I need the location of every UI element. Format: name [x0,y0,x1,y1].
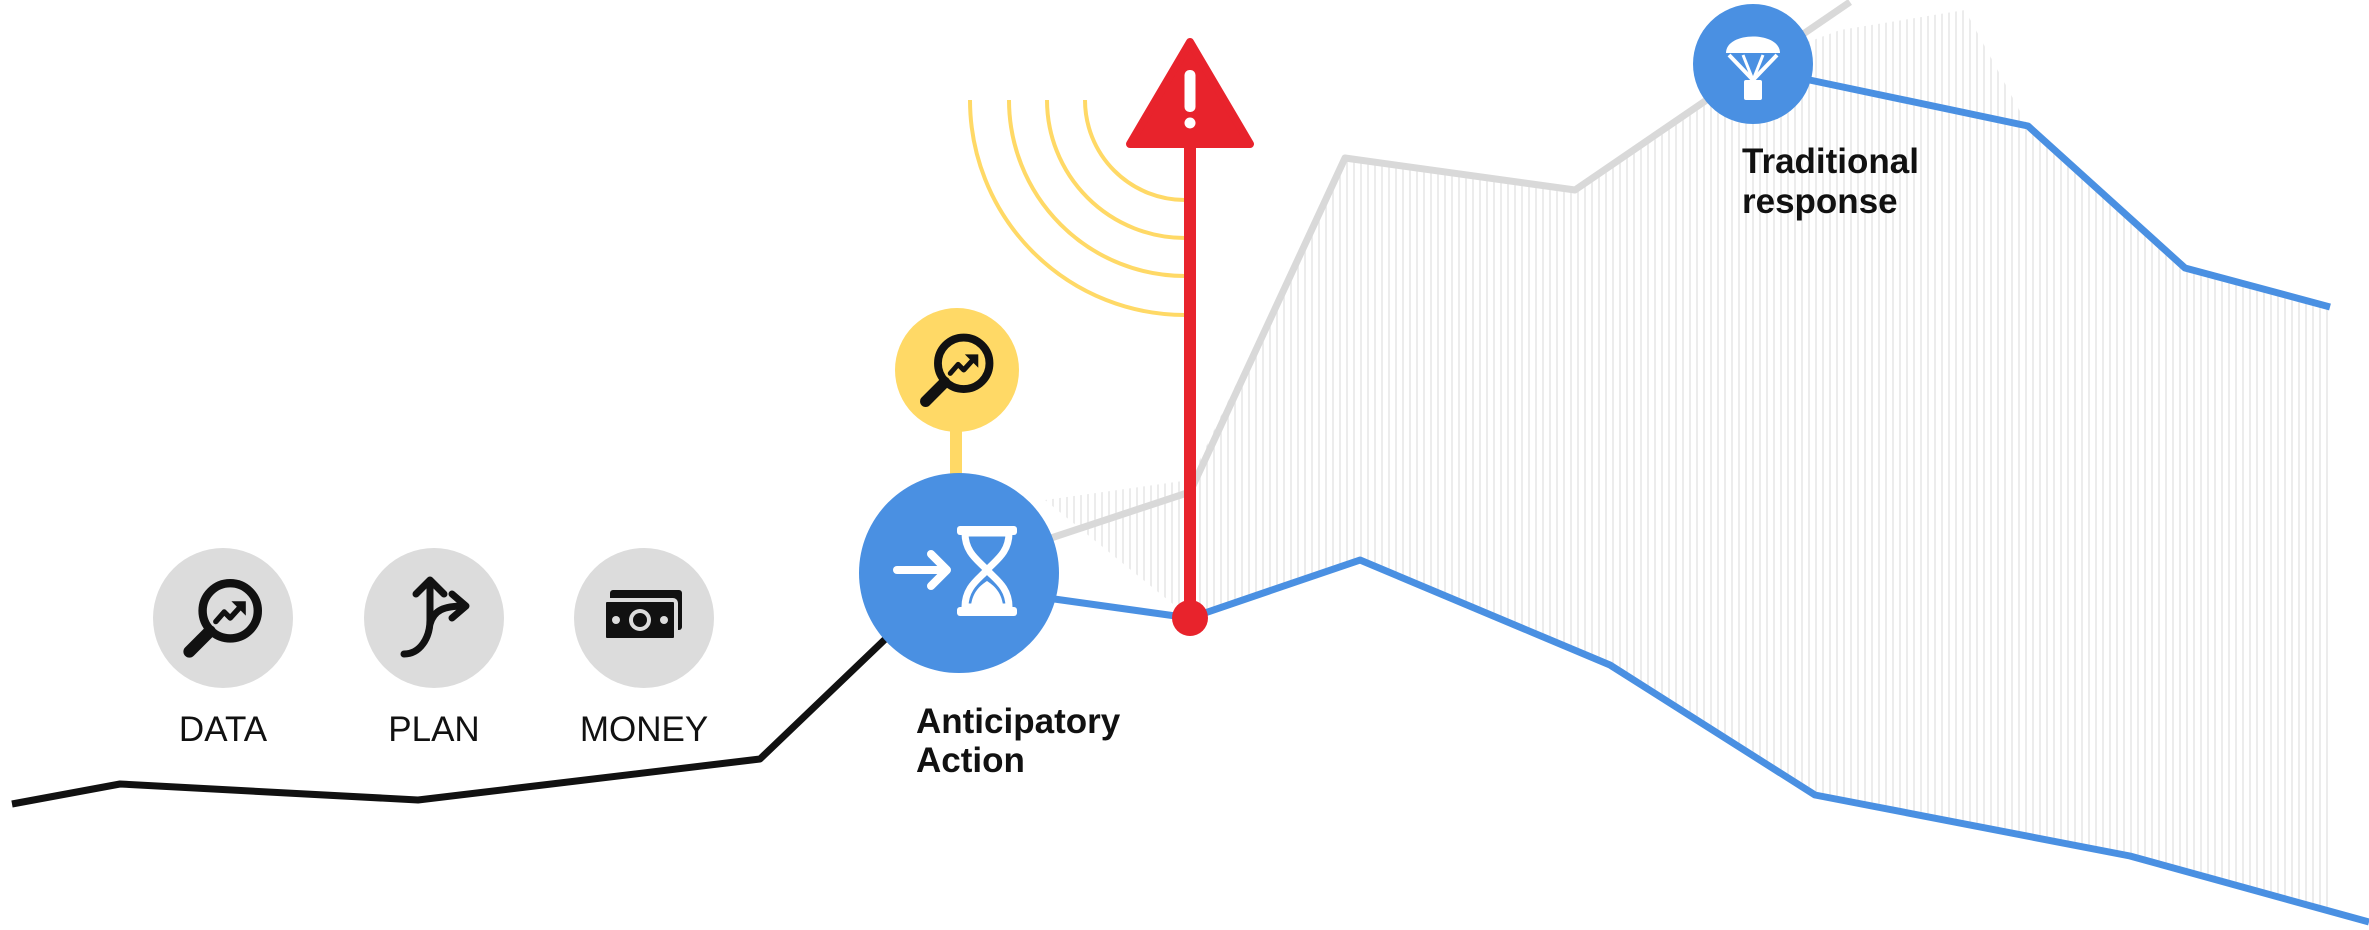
traditional-response-node [1693,4,1813,124]
forecast-bubble [895,308,1019,432]
traditional-response-blue-line [1799,74,2331,311]
traditional-label-line2: response [1742,182,1898,221]
magnifier-trend-icon [920,333,994,407]
parachute-aid-icon [1726,36,1780,100]
pillar-money [574,548,714,688]
traditional-response-line [1043,0,1852,544]
arrow-hourglass-icon [893,526,1017,616]
signal-waves-icon [968,99,1186,317]
traditional-label-line1: Traditional [1742,142,1919,181]
branching-arrow-icon [400,576,470,658]
anticipatory-action-node [859,473,1059,673]
anticipatory-label-line2: Action [916,741,1025,780]
impact-gap-area [1045,10,2330,910]
magnifier-trend-icon [183,578,263,658]
pillar-data [153,548,293,688]
banknotes-icon [602,590,682,642]
anticipatory-label-line1: Anticipatory [916,702,1121,741]
pillar-label-money: MONEY [580,710,708,749]
warning-triangle-icon [1126,38,1254,612]
pillar-label-plan: PLAN [388,710,479,749]
pillar-label-data: DATA [179,710,268,749]
baseline-line [11,622,903,808]
trigger-point [1172,600,1208,636]
pillar-plan [364,548,504,688]
